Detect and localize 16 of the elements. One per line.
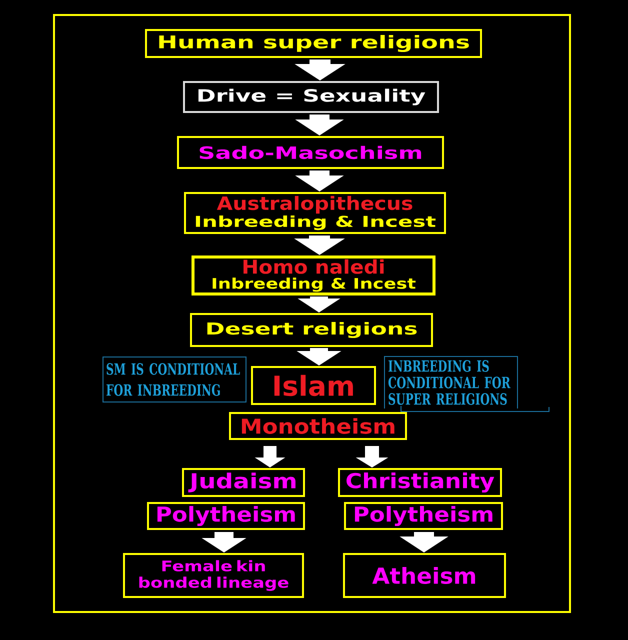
process-box: Polytheism (147, 502, 305, 530)
process-box: Monotheism (229, 412, 407, 440)
process-box: Australopithecus Inbreeding & Incest (184, 192, 446, 234)
process-box: Homo naledi Inbreeding & Incest (192, 256, 436, 296)
process-box: Drive = Sexuality (183, 81, 439, 113)
process-box: Atheism (343, 553, 506, 598)
note-box: SM IS CONDITIONAL FOR INBREEDING (102, 356, 246, 402)
process-box: Christianity (338, 468, 502, 497)
process-box: Judaism (182, 468, 305, 497)
process-box: Female kin bonded lineage (123, 553, 304, 598)
process-box: Sado-Masochism (177, 136, 444, 169)
process-box: Islam (251, 366, 376, 405)
note-box: INBREEDING IS CONDITIONAL FOR SUPER RELIGIONS (384, 356, 518, 409)
process-box: Human super religions (145, 29, 482, 58)
process-box: Desert religions (190, 313, 433, 347)
process-box: Polytheism (344, 502, 503, 530)
